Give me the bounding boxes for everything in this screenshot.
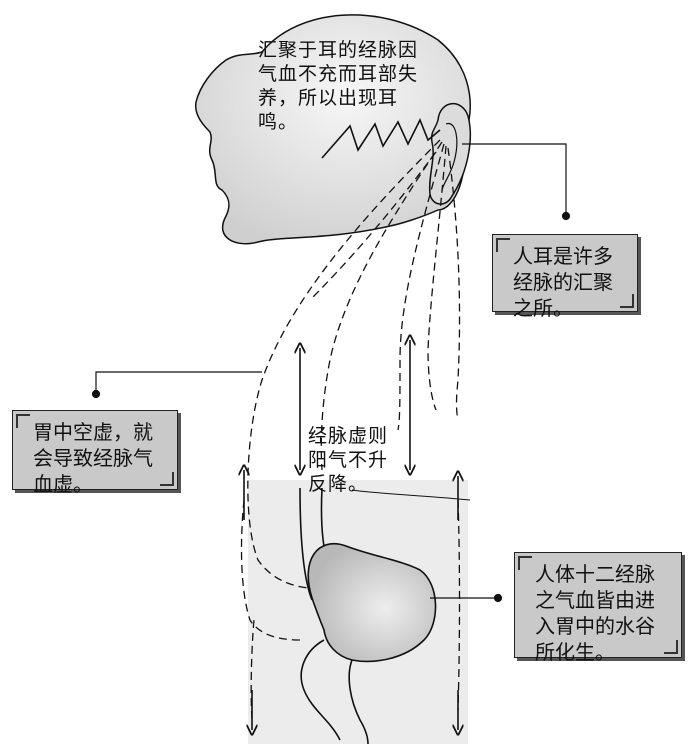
leader-stomach-empty-dot (91, 389, 101, 399)
flow-arrows (244, 340, 458, 730)
lower-line (351, 489, 471, 501)
leader-stomach-origin-dot (493, 593, 503, 603)
leader-ear (462, 143, 567, 214)
meridian-line-3 (397, 143, 445, 431)
callout-ear-text: 人耳是许多经脉的汇聚之所。 (513, 244, 613, 320)
meridian-line-2 (320, 141, 443, 471)
ear-inner-line (441, 122, 458, 191)
leader-stomach-empty (95, 371, 262, 392)
meridian-line-1 (247, 139, 441, 589)
corner-ornament (518, 556, 532, 570)
leader-lines (91, 143, 571, 603)
tinnitus-zigzag (321, 118, 441, 159)
corner-ornament (160, 472, 174, 486)
stomach-shape (307, 543, 437, 663)
meridian-line-8 (457, 499, 461, 711)
corner-ornament (16, 414, 30, 428)
center-annotation-text: 经脉虚则阳气不升反降。 (308, 425, 389, 495)
leader-ear-dot (561, 211, 571, 221)
head-annotation: 汇聚于耳的经脉因气血不充而耳部失养，所以出现耳鸣。 (258, 38, 422, 134)
ear-shape (428, 103, 471, 205)
meridian-line-4 (427, 145, 447, 411)
meridian-line-6 (309, 151, 437, 301)
meridian-line-7 (250, 619, 255, 721)
meridian-line-9 (240, 499, 301, 641)
callout-stomach-empty-text: 胃中空虚，就会导致经脉气血虚。 (33, 420, 153, 496)
callout-stomach-origin: 人体十二经脉之气血皆由进入胃中的水谷所化生。 (514, 552, 682, 664)
callout-ear: 人耳是许多经脉的汇聚之所。 (492, 234, 638, 320)
meridian-lines (240, 139, 461, 721)
head-annotation-text: 汇聚于耳的经脉因气血不充而耳部失养，所以出现耳鸣。 (258, 39, 419, 133)
center-annotation: 经脉虚则阳气不升反降。 (308, 424, 404, 496)
corner-ornament (664, 640, 678, 654)
head-silhouette (194, 14, 471, 245)
corner-ornament (620, 294, 634, 308)
callout-stomach-origin-text: 人体十二经脉之气血皆由进入胃中的水谷所化生。 (535, 562, 655, 664)
callout-stomach-empty: 胃中空虚，就会导致经脉气血虚。 (12, 410, 178, 496)
corner-ornament (496, 238, 510, 252)
meridian-line-5 (447, 147, 461, 421)
duodenum (300, 639, 369, 744)
